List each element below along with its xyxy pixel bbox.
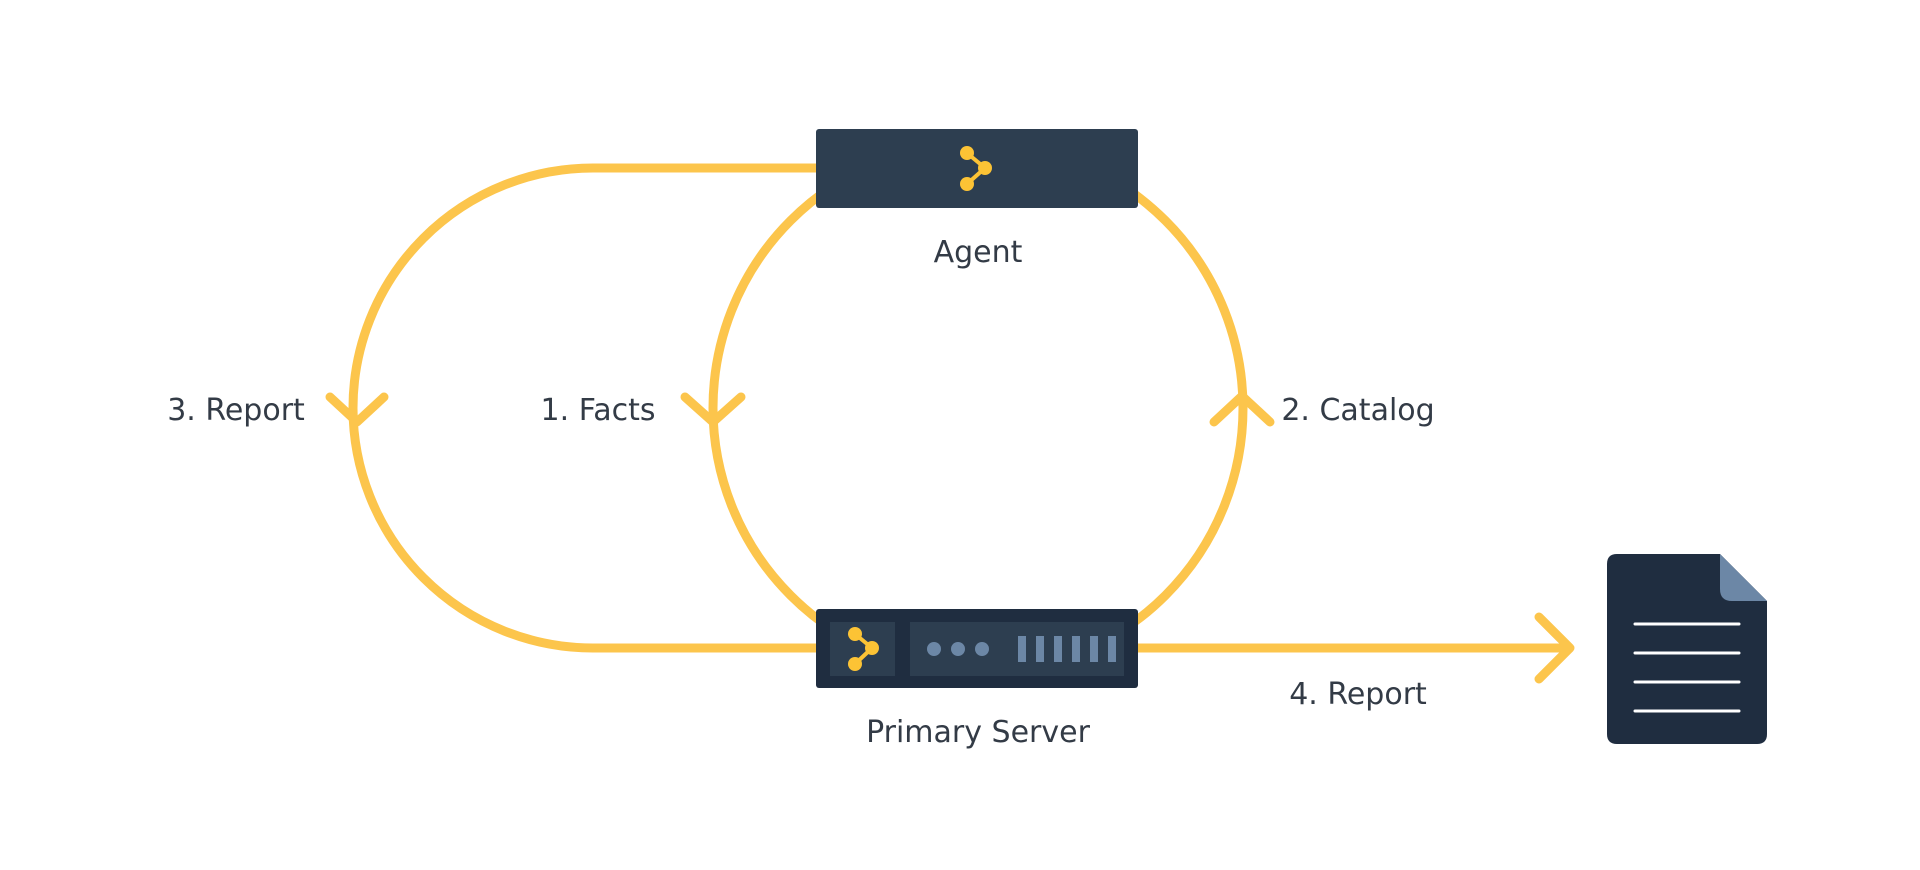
catalog-arrow <box>1209 391 1275 427</box>
drive-bays <box>1018 636 1116 662</box>
server-label: Primary Server <box>866 715 1091 750</box>
report-output-label: 4. Report <box>1289 677 1427 712</box>
catalog-label: 2. Catalog <box>1281 393 1434 428</box>
report-loop-arrow <box>325 392 389 427</box>
report-to-agent-label: 3. Report <box>167 393 305 428</box>
server-node <box>816 609 1138 688</box>
report-loop-line <box>348 163 824 653</box>
status-lights <box>927 642 989 656</box>
share-icon <box>960 146 992 191</box>
report-output-arrow <box>1534 612 1575 684</box>
facts-arrow <box>680 392 746 427</box>
facts-label: 1. Facts <box>541 393 656 428</box>
agent-label: Agent <box>934 235 1023 270</box>
document-icon <box>1607 554 1767 744</box>
facts-catalog-loop-line <box>708 138 1248 678</box>
agent-node <box>816 129 1138 208</box>
share-icon <box>848 627 879 671</box>
